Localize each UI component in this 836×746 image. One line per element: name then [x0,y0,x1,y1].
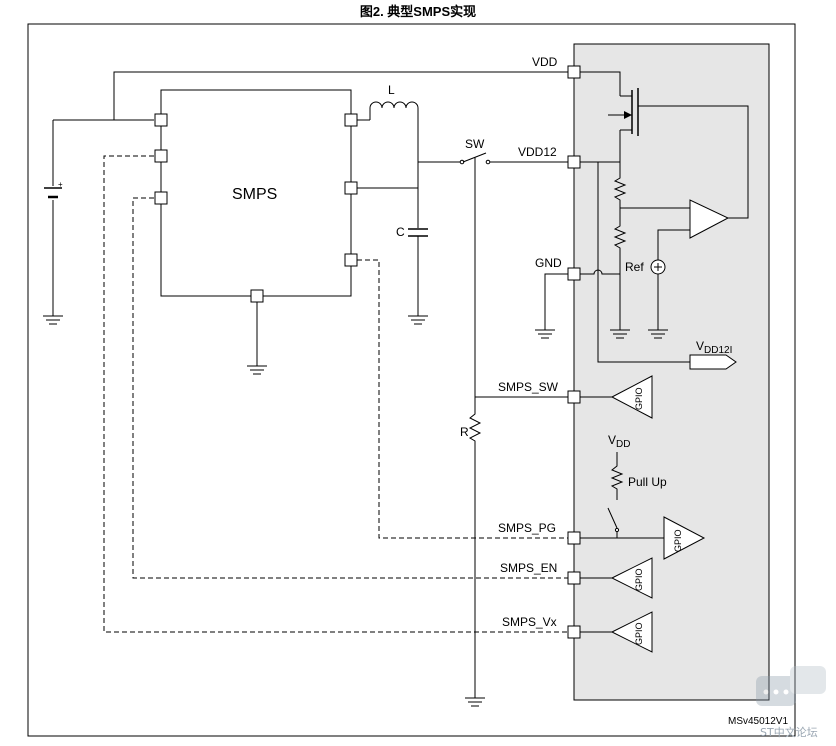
pin-label-smps-en: SMPS_EN [500,561,557,575]
inductor-label: L [388,83,395,97]
watermark-text: ST中文论坛 [760,725,818,739]
divider-resistor-top [613,174,627,222]
mcu-vdd-internal-wire [580,71,621,96]
mcu-pin-smps-sw [567,390,581,404]
smps-pg-dashed-wire [357,259,568,539]
mcu-pin-smps-en [567,571,581,585]
vdd-supply-label: VDD [608,433,630,450]
ground-battery [43,315,63,325]
gnd-pin-wire [544,273,568,330]
ground-resistor [465,697,485,707]
pin-label-vdd: VDD [532,55,558,69]
smps-en-dashed-wire [132,197,568,579]
reference-label: Ref [625,260,644,274]
pmos-arrow [624,111,632,119]
watermark-logo [756,666,826,706]
gpio-label-pg: GPIO [673,529,683,552]
pmos-gate-feedback-wire [638,105,749,219]
gpio-buffer-sw [610,375,653,419]
capacitor-label: C [396,225,405,239]
smps-pin-fb [344,181,358,195]
figure-code: MSv45012V1 [728,716,788,727]
vdd12i-port [689,354,737,370]
ground-divider [610,329,630,339]
divider-resistor-bottom [613,222,627,330]
figure-title: 图2. 典型SMPS实现 [360,4,476,19]
ground-gnd-pin [535,329,555,339]
smps-pin-en [154,191,168,205]
ground-reference [648,329,668,339]
battery-plus-sign: + [58,180,63,189]
pin-label-gnd: GND [535,256,562,270]
switch-control-wire [474,157,568,398]
smps-pin-gnd [250,289,264,303]
gpio-label-sw: GPIO [634,387,644,410]
switch-label: SW [465,137,485,151]
gpio-buffer-vx [610,611,653,653]
mcu-block [573,43,770,701]
smps-vx-dashed-wire [103,155,568,633]
gpio-label-en: GPIO [634,568,644,591]
gpio-buffer-en [610,557,653,599]
pullup-label: Pull Up [628,475,667,489]
smps-pin-vx [154,149,168,163]
pin-label-smps-vx: SMPS_Vx [502,615,557,629]
figure-frame [27,23,796,737]
pullup-resistor [610,452,624,500]
switch-contact-right [485,159,491,165]
gpio-buffer-pg [663,516,706,560]
smps-pin-pg [344,253,358,267]
ground-capacitor [408,315,428,325]
smps-label: SMPS [232,186,277,203]
vdd-wire [113,71,568,120]
inductor-coil [369,101,419,158]
ref-to-opamp-wire [657,229,690,260]
pullup-switch-contact [614,527,620,533]
vdd12i-label: VDD12I [696,339,732,356]
error-amplifier [689,199,730,239]
gpio-label-vx: GPIO [634,622,644,645]
pin-label-smps-sw: SMPS_SW [498,380,559,394]
ground-smps [247,365,267,375]
pin-label-vdd12: VDD12 [518,145,557,159]
resistor-label: R [460,425,469,439]
mcu-pin-smps-vx [567,625,581,639]
resistor-r [468,410,482,698]
mcu-pin-gnd [567,267,581,281]
smps-pin-vin [154,113,168,127]
pin-label-smps-pg: SMPS_PG [498,521,556,535]
mcu-pin-smps-pg [567,531,581,545]
mcu-pin-vdd [567,65,581,79]
smps-box [160,89,352,297]
smps-pin-lx [344,113,358,127]
pullup-switch-blade [607,507,618,529]
vdd12i-wire [597,162,690,363]
mcu-pin-vdd12 [567,155,581,169]
